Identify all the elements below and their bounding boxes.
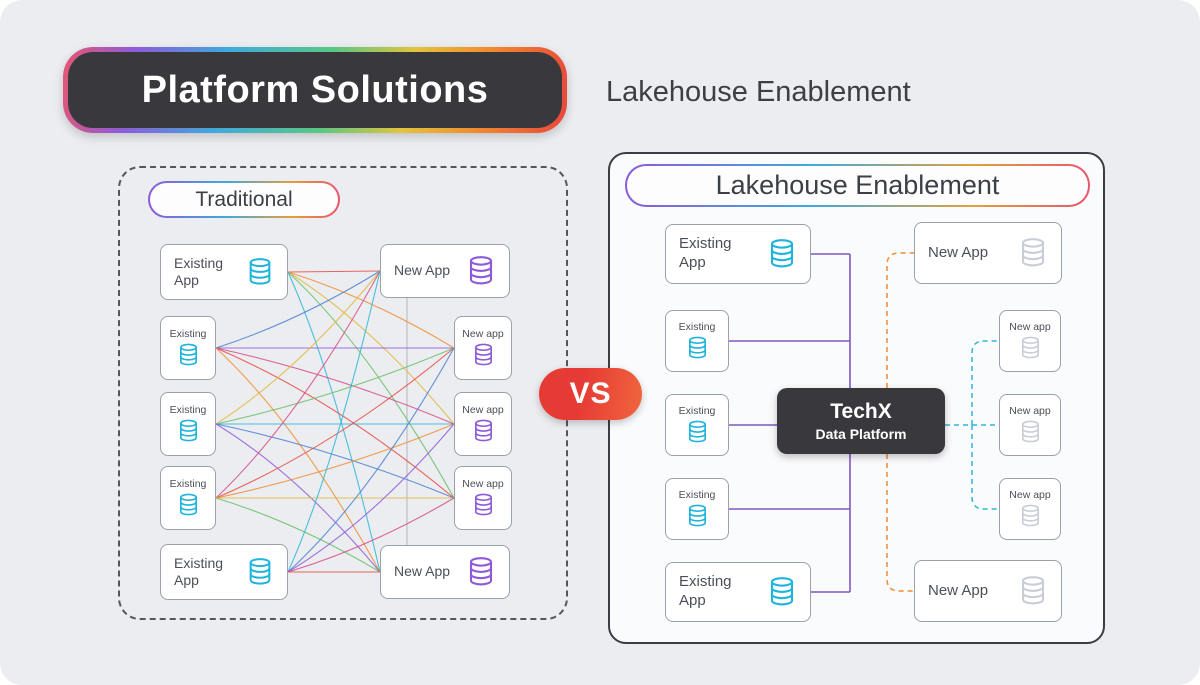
traditional-panel-label: Traditional bbox=[148, 181, 340, 218]
existing-app-box: Existing App bbox=[160, 244, 288, 300]
database-icon bbox=[1019, 336, 1042, 361]
new-app-box: New app bbox=[454, 466, 512, 530]
title-banner-inner: Platform Solutions bbox=[68, 52, 562, 128]
database-icon bbox=[686, 504, 709, 529]
database-icon bbox=[177, 343, 200, 368]
app-label: New app bbox=[1009, 405, 1051, 417]
app-label: New app bbox=[462, 478, 504, 490]
existing-app-box: Existing bbox=[160, 466, 216, 530]
app-label: New app bbox=[1009, 321, 1051, 333]
point-to-point-connection-lines bbox=[215, 270, 455, 573]
new-app-box: New app bbox=[454, 316, 512, 380]
database-icon bbox=[767, 576, 797, 609]
database-icon bbox=[472, 343, 495, 368]
traditional-panel: Traditional Existing App Existing Existi… bbox=[118, 166, 568, 620]
database-icon bbox=[686, 336, 709, 361]
new-app-box: New app bbox=[454, 392, 512, 456]
vs-badge: VS bbox=[539, 368, 642, 420]
app-label: Existing App bbox=[679, 235, 732, 271]
database-icon bbox=[177, 419, 200, 444]
existing-app-box: Existing bbox=[665, 310, 729, 372]
techx-data-platform: TechX Data Platform bbox=[777, 388, 945, 454]
app-label: Existing bbox=[169, 404, 207, 416]
database-icon bbox=[686, 420, 709, 445]
existing-app-box: Existing bbox=[160, 316, 216, 380]
database-icon bbox=[466, 556, 496, 589]
app-label: Existing bbox=[169, 478, 207, 490]
database-icon bbox=[1019, 420, 1042, 445]
new-app-box: New App bbox=[380, 244, 510, 298]
app-label: New app bbox=[462, 328, 504, 340]
header-subtitle: Lakehouse Enablement bbox=[606, 76, 911, 108]
database-icon bbox=[472, 493, 495, 518]
app-label: New App bbox=[928, 581, 989, 599]
new-app-box: New App bbox=[914, 560, 1062, 622]
app-label: Existing bbox=[678, 321, 716, 333]
app-label: Existing App bbox=[174, 254, 224, 289]
existing-app-box: Existing App bbox=[665, 224, 811, 284]
app-label: Existing bbox=[678, 405, 716, 417]
app-label: New app bbox=[462, 404, 504, 416]
app-label: Existing bbox=[678, 489, 716, 501]
existing-app-box: Existing App bbox=[160, 544, 288, 600]
database-icon bbox=[767, 238, 797, 271]
database-icon bbox=[1018, 237, 1048, 270]
database-icon bbox=[1018, 575, 1048, 608]
existing-app-box: Existing bbox=[665, 394, 729, 456]
app-label: New App bbox=[928, 243, 989, 261]
database-icon bbox=[466, 255, 496, 288]
lakehouse-label-text: Lakehouse Enablement bbox=[715, 170, 1000, 200]
new-app-box: New app bbox=[999, 394, 1061, 456]
database-icon bbox=[472, 419, 495, 444]
new-app-box: New App bbox=[914, 222, 1062, 284]
existing-app-box: Existing App bbox=[665, 562, 811, 622]
new-app-box: New app bbox=[999, 310, 1061, 372]
app-label: Existing App bbox=[679, 573, 732, 609]
app-label: Existing bbox=[169, 328, 207, 340]
database-icon bbox=[1019, 504, 1042, 529]
new-app-box: New app bbox=[999, 478, 1061, 540]
lakehouse-panel: Lakehouse Enablement Existing App Existi… bbox=[608, 152, 1105, 644]
database-icon bbox=[177, 493, 200, 518]
new-app-box: New App bbox=[380, 545, 510, 599]
app-label: New App bbox=[394, 262, 451, 279]
existing-app-box: Existing bbox=[665, 478, 729, 540]
platform-title: TechX bbox=[830, 400, 892, 423]
database-icon bbox=[246, 256, 274, 289]
existing-app-box: Existing bbox=[160, 392, 216, 456]
traditional-label-text: Traditional bbox=[195, 187, 293, 211]
platform-subtitle: Data Platform bbox=[815, 426, 907, 442]
page-title: Platform Solutions bbox=[141, 68, 489, 111]
app-label: New app bbox=[1009, 489, 1051, 501]
database-icon bbox=[246, 556, 274, 589]
title-banner: Platform Solutions bbox=[63, 47, 567, 133]
app-label: Existing App bbox=[174, 554, 224, 589]
app-label: New App bbox=[394, 563, 451, 580]
lakehouse-panel-label: Lakehouse Enablement bbox=[625, 164, 1090, 207]
